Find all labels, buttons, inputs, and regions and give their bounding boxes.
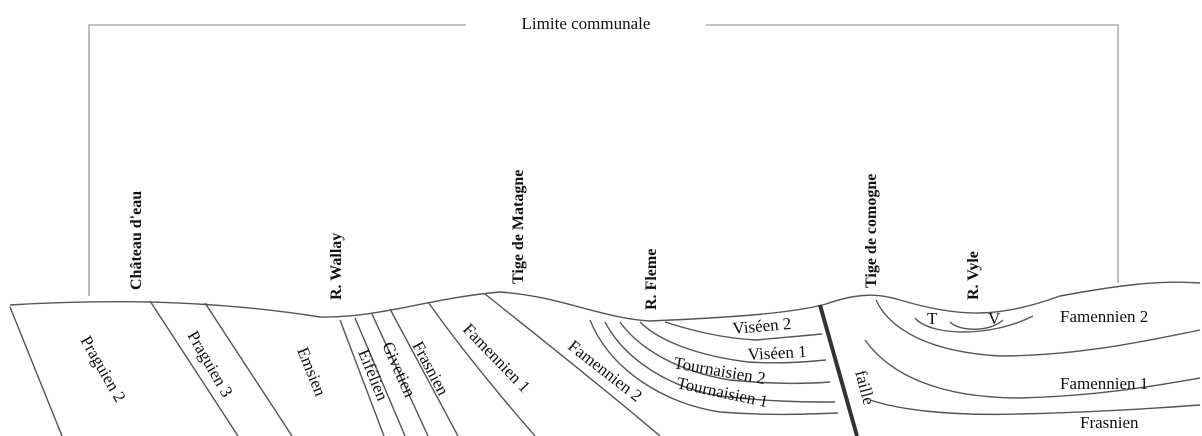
left-bed-boundaries	[9, 293, 661, 436]
bed-boundary	[389, 308, 459, 436]
syncline-curve	[619, 321, 831, 384]
bed-boundary	[371, 313, 429, 436]
right-curve	[875, 299, 1201, 357]
bed-boundary	[427, 301, 536, 436]
formation-viseen-2: Viséen 2	[732, 314, 792, 338]
landmark-chateau: Château d'eau	[128, 191, 145, 290]
formation-labels-right: Famennien 2 Famennien 1 Frasnien	[1060, 307, 1148, 432]
bed-boundary	[9, 306, 63, 436]
topographic-surface	[9, 281, 1201, 322]
right-curve	[864, 339, 1201, 399]
syncline-curve	[664, 321, 823, 341]
small-syncline-v: V	[988, 309, 1001, 328]
syncline-curve	[589, 319, 839, 416]
syncline-curves	[589, 319, 839, 416]
fault-label: faille	[851, 368, 878, 407]
landmark-vyle: R. Vyle	[965, 251, 982, 300]
formation-famennien-1-right: Famennien 1	[1060, 374, 1148, 393]
formation-praguien-2: Praguien 2	[77, 333, 130, 406]
syncline-curve	[604, 321, 836, 403]
fault-line	[818, 304, 859, 436]
boundary-line-right	[706, 24, 1119, 283]
small-syncline-outer	[914, 315, 1034, 333]
right-curve	[869, 399, 1201, 416]
boundary-line-left	[88, 24, 466, 296]
landmark-wallay: R. Wallay	[328, 233, 345, 300]
formation-viseen-1: Viséen 1	[747, 342, 807, 364]
small-syncline-t: T	[927, 309, 938, 328]
landmark-comogne: Tige de comogne	[863, 174, 880, 288]
landmark-matagne: Tige de Matagne	[510, 170, 527, 284]
formation-emsien: Emsien	[293, 344, 330, 399]
bed-boundary	[484, 293, 661, 436]
right-bed-curves	[864, 299, 1201, 416]
formation-frasnien-right: Frasnien	[1080, 413, 1139, 432]
formation-famennien-2-right: Famennien 2	[1060, 307, 1148, 326]
small-syncline-inner	[949, 319, 1004, 330]
bed-boundary	[149, 300, 239, 436]
syncline-curve	[639, 321, 827, 364]
commune-boundary: Limite communale	[88, 14, 1119, 296]
bed-boundary	[354, 317, 406, 436]
bed-boundary	[204, 302, 293, 436]
boundary-label: Limite communale	[522, 14, 651, 33]
landmark-labels: Château d'eau R. Wallay Tige de Matagne …	[128, 170, 982, 310]
landmark-fleme: R. Fleme	[643, 249, 660, 310]
bed-boundary	[339, 319, 385, 436]
